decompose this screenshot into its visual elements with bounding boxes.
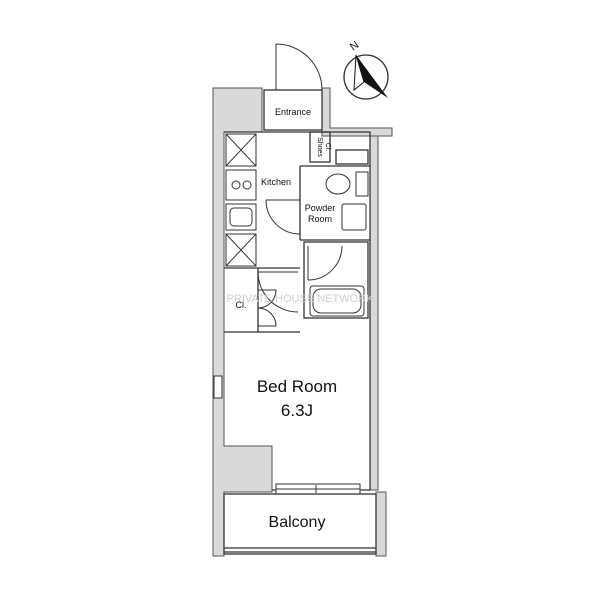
north-arrow-icon: N	[343, 39, 389, 100]
watermark: PRIVATE HOUSE NETWORK	[227, 293, 375, 305]
bath-fixtures	[309, 285, 365, 317]
shoes-closet-label-line2: Cl.	[324, 143, 331, 152]
kitchen-fixtures	[225, 133, 257, 267]
powder-fixtures	[325, 171, 369, 231]
walls	[212, 87, 393, 557]
north-label: N	[348, 39, 361, 53]
entrance-label: Entrance	[275, 107, 311, 117]
kitchen-label: Kitchen	[261, 177, 291, 187]
balcony-area	[223, 493, 377, 555]
powder-room-label-line1: Powder	[305, 203, 336, 213]
bedroom-label: Bed Room	[257, 377, 337, 396]
shoes-closet-label-line1: Shoes	[316, 137, 323, 157]
bedroom-size-label: 6.3J	[281, 401, 313, 420]
powder-room-label-line2: Room	[308, 214, 332, 224]
closet-label: Cl.	[236, 300, 247, 310]
doors	[257, 43, 343, 327]
balcony-label: Balcony	[269, 514, 326, 531]
